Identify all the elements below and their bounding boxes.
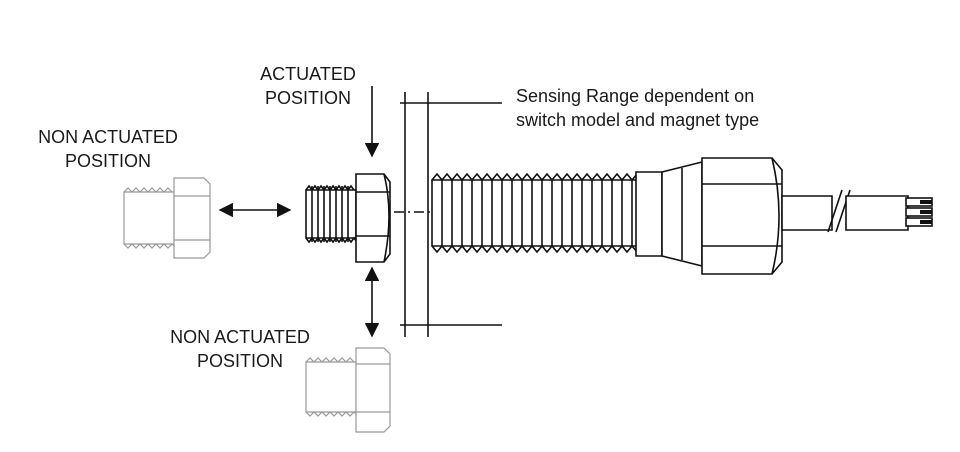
label-non-actuated-bottom: NON ACTUATED POSITION bbox=[170, 327, 310, 371]
label-sensing-range: Sensing Range dependent on switch model … bbox=[516, 86, 759, 130]
label-sensing-range-line1: Sensing Range dependent on bbox=[516, 86, 754, 106]
magnet-ghost-bottom bbox=[305, 347, 391, 433]
sensor-threaded-barrel bbox=[431, 172, 643, 254]
label-sensing-range-line2: switch model and magnet type bbox=[516, 110, 759, 130]
label-actuated-line2: POSITION bbox=[265, 88, 351, 108]
label-non-actuated-bottom-line1: NON ACTUATED bbox=[170, 327, 310, 347]
magnet-actuated bbox=[305, 173, 391, 263]
label-non-actuated-left: NON ACTUATED POSITION bbox=[38, 127, 178, 171]
sensing-range-bracket bbox=[400, 92, 502, 337]
magnet-ghost-left bbox=[123, 177, 211, 259]
label-actuated-line1: ACTUATED bbox=[260, 64, 356, 84]
label-actuated-position: ACTUATED POSITION bbox=[260, 64, 356, 108]
label-non-actuated-left-line1: NON ACTUATED bbox=[38, 127, 178, 147]
sensor-collar bbox=[635, 160, 703, 268]
label-non-actuated-bottom-line2: POSITION bbox=[197, 351, 283, 371]
sensor-cable bbox=[781, 189, 933, 233]
label-non-actuated-left-line2: POSITION bbox=[65, 151, 151, 171]
sensor-hex-nut bbox=[701, 157, 783, 275]
